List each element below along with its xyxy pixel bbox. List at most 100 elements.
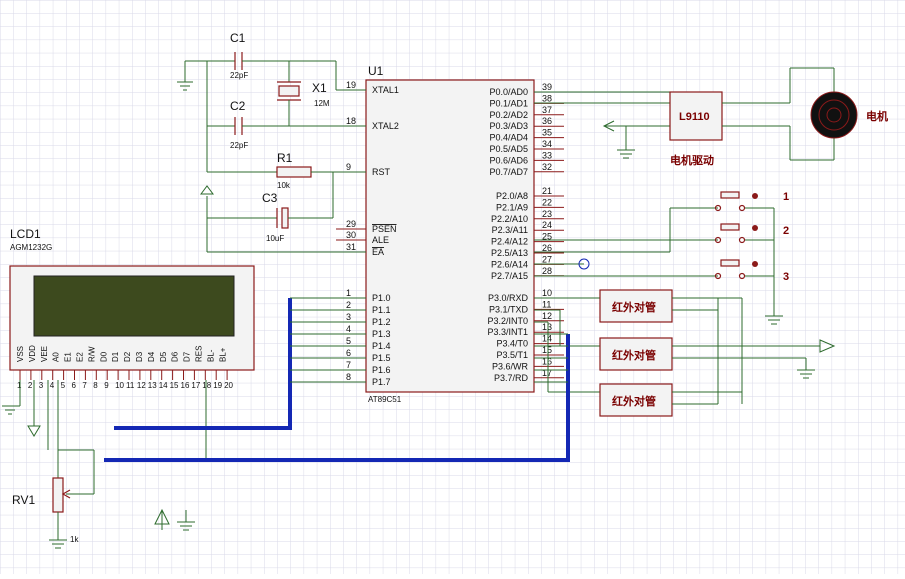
p3-bus xyxy=(104,334,570,462)
mcu-pin-label: RST xyxy=(372,167,391,177)
mcu-pin-number: 5 xyxy=(346,336,351,346)
lcd-pin-number: 5 xyxy=(61,381,66,390)
lcd-pin-number: 10 xyxy=(115,381,124,390)
mcu-pin-label: P1.5 xyxy=(372,353,391,363)
c2-value: 22pF xyxy=(230,141,248,150)
motor-label: 电机 xyxy=(866,109,888,123)
ir-module-3-label: 红外对管 xyxy=(612,394,656,408)
mcu-pin-number: 11 xyxy=(542,299,551,309)
mcu-pin-label: P0.6/AD6 xyxy=(489,155,528,165)
lcd-pin-number: 7 xyxy=(82,381,87,390)
rv1-ref: RV1 xyxy=(12,493,35,507)
mcu-pin-label: P2.7/A15 xyxy=(491,271,528,281)
driver-chip xyxy=(669,91,723,141)
mcu-pin-label: P0.0/AD0 xyxy=(489,87,528,97)
mcu-pin-label: ALE xyxy=(372,235,389,245)
mcu-pin-label: P0.4/AD4 xyxy=(489,133,528,143)
lcd-pin-label: E1 xyxy=(64,352,73,362)
button-3-label: 3 xyxy=(783,271,789,283)
mcu-pin-label: P2.3/A11 xyxy=(492,225,528,235)
mcu-pin-label: P1.6 xyxy=(372,365,391,375)
mcu-pin-number: 30 xyxy=(346,230,356,240)
mcu-pin-number: 28 xyxy=(542,266,552,276)
ir-module-3 xyxy=(599,383,673,417)
lcd-pin-number: 2 xyxy=(28,381,33,390)
button-2-label: 2 xyxy=(783,225,789,237)
mcu-pin-label: P3.0/RXD xyxy=(488,293,529,303)
mcu-pin-number: 6 xyxy=(346,348,351,358)
mcu-pin-number: 22 xyxy=(542,197,552,207)
r1-ref: R1 xyxy=(277,151,293,165)
lcd-pin-label: BL+ xyxy=(218,347,227,362)
ir-module-1-label: 红外对管 xyxy=(612,300,656,314)
mcu-pin-label: P1.7 xyxy=(372,377,391,387)
mcu-pin-number: 21 xyxy=(542,186,552,196)
mcu-pin-number: 37 xyxy=(542,105,552,115)
lcd-pin-number: 6 xyxy=(72,381,77,390)
r1-value: 10k xyxy=(277,181,291,190)
mcu-pin-label: P2.0/A8 xyxy=(496,191,528,201)
mcu-pin-label: P0.7/AD7 xyxy=(489,167,528,177)
contrast-circuit: RV1 1k xyxy=(2,380,207,549)
mcu-pin-number: 38 xyxy=(542,93,552,103)
mcu-pin-number: 7 xyxy=(346,360,351,370)
lcd-pin-number: 8 xyxy=(93,381,98,390)
lcd-pin-label: VSS xyxy=(16,346,25,362)
lcd-pin-number: 18 xyxy=(202,381,211,390)
mcu-pin-label: P0.1/AD1 xyxy=(489,98,528,108)
mcu-pin-number: 23 xyxy=(542,209,552,219)
driver-caption: 电机驱动 xyxy=(670,153,714,167)
lcd-ref: LCD1 xyxy=(10,227,41,241)
lcd-pin-number: 17 xyxy=(191,381,200,390)
mcu-pin-number: 19 xyxy=(346,80,356,90)
motor-icon xyxy=(810,91,858,139)
mcu-pin-label: P2.5/A13 xyxy=(491,248,528,258)
lcd-pin-label: D5 xyxy=(159,351,168,362)
mcu-pin-label: P3.1/TXD xyxy=(489,304,529,314)
lcd-pin-label: R/W xyxy=(87,346,96,362)
c1-value: 22pF xyxy=(230,71,248,80)
lcd-pin-number: 20 xyxy=(224,381,233,390)
lcd-pin-label: BL- xyxy=(206,349,215,362)
mcu-name: AT89C51 xyxy=(368,395,402,404)
mcu-pin-number: 13 xyxy=(542,322,552,332)
lcd-pin-number: 19 xyxy=(213,381,222,390)
mcu-pin-number: 33 xyxy=(542,150,552,160)
mcu-pin-label: P2.4/A12 xyxy=(491,237,528,247)
lcd-pin-label: D7 xyxy=(183,351,192,362)
crystal-value: 12M xyxy=(314,99,330,108)
lcd-pin-number: 11 xyxy=(126,381,135,390)
crystal-ref: X1 xyxy=(312,81,327,95)
mcu-pin-number: 31 xyxy=(346,242,356,252)
mcu-pin-number: 36 xyxy=(542,116,552,126)
lcd-pin-number: 16 xyxy=(181,381,190,390)
mcu-pin-number: 25 xyxy=(542,232,552,242)
mcu-pin-label: P3.6/WR xyxy=(492,361,529,371)
lcd-pin-number: 14 xyxy=(159,381,168,390)
lcd-pin-label: D1 xyxy=(111,351,120,362)
lcd-pin-number: 3 xyxy=(39,381,44,390)
mcu-pin-label: P0.2/AD2 xyxy=(489,110,528,120)
ir-module-2 xyxy=(599,337,673,371)
mcu-pin-label: P0.3/AD3 xyxy=(489,121,528,131)
c3-value: 10uF xyxy=(266,234,284,243)
lcd-pin-label: VDD xyxy=(28,345,37,362)
lcd-pin-label: RES xyxy=(195,346,204,362)
mcu-pin-number: 27 xyxy=(542,254,552,264)
ir-sensors-circuit: 红外对管 红外对管 红外对管 xyxy=(534,289,836,417)
mcu-pin-number: 1 xyxy=(346,288,351,298)
mcu-pin-label: P1.1 xyxy=(372,305,391,315)
lcd-pin-label: D2 xyxy=(123,351,132,362)
lcd-pin-label: D3 xyxy=(135,351,144,362)
mcu-pin-number: 35 xyxy=(542,128,552,138)
mcu-pin-number: 4 xyxy=(346,324,351,334)
mcu-pin-number: 26 xyxy=(542,243,552,253)
lcd-pin-label: VEE xyxy=(40,346,49,362)
rv1-body xyxy=(52,477,64,513)
mcu-pin-number: 34 xyxy=(542,139,552,149)
mcu-pin-label: PSEN xyxy=(372,224,397,234)
lcd-pin-label: E2 xyxy=(76,352,85,362)
